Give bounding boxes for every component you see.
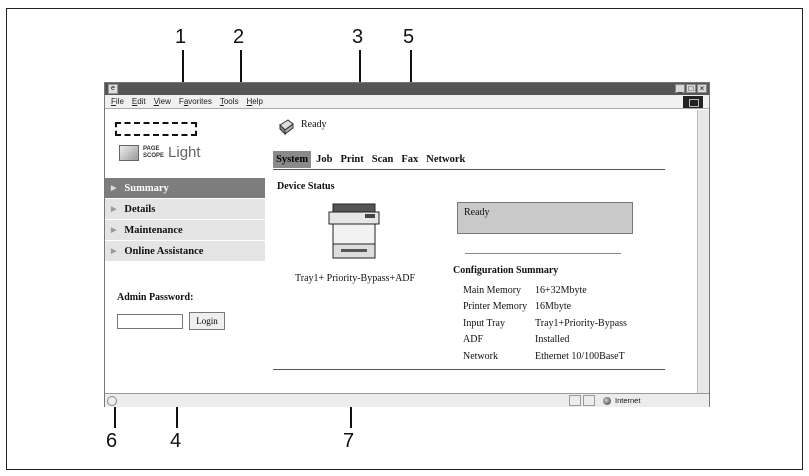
sidebar-item-summary[interactable]: ▶ Summary — [105, 178, 265, 198]
config-key: Main Memory — [463, 284, 522, 296]
tab-scan[interactable]: Scan — [371, 154, 394, 165]
config-row: Network Ethernet 10/100BaseT — [463, 348, 627, 365]
device-status-title: Device Status — [277, 181, 335, 192]
logo-text-light: Light — [168, 144, 201, 161]
config-row: Main Memory 16+32Mbyte — [463, 282, 627, 299]
nav-arrow-icon: ▶ — [111, 247, 117, 255]
callout-1: 1 — [175, 26, 187, 48]
security-zone-label: Internet — [615, 396, 641, 405]
config-key: Printer Memory — [463, 301, 528, 313]
sidebar-item-maintenance[interactable]: ▶ Maintenance — [105, 220, 265, 240]
config-key: ADF — [463, 334, 484, 346]
nav-arrow-icon: ▶ — [111, 205, 117, 213]
internet-globe-icon — [603, 396, 611, 405]
browser-window: e _ □ × File Edit View Favorites Tools H… — [104, 82, 710, 407]
callout-6: 6 — [106, 430, 118, 452]
browser-throbber-icon — [683, 96, 703, 108]
callout-4: 4 — [170, 430, 182, 452]
callout-5: 5 — [403, 26, 415, 48]
menu-help[interactable]: Help — [246, 97, 263, 106]
callout-2: 2 — [233, 26, 245, 48]
logo-text-scope: SCOPE — [143, 152, 165, 159]
tab-bar: System Job Print Scan Fax Network — [273, 150, 665, 170]
menu-edit[interactable]: Edit — [131, 97, 146, 106]
maximize-button[interactable]: □ — [686, 84, 696, 93]
menu-favorites[interactable]: Favorites — [178, 97, 212, 106]
device-options-caption: Tray1+ Priority-Bypass+ADF — [295, 273, 416, 284]
close-button[interactable]: × — [697, 84, 707, 93]
sidebar-item-details[interactable]: ▶ Details — [105, 199, 265, 219]
sidebar-item-label: Maintenance — [124, 224, 183, 236]
sidebar-item-label: Online Assistance — [124, 245, 204, 257]
callout-7: 7 — [343, 430, 355, 452]
browser-app-icon: e — [108, 84, 118, 94]
window-controls: _ □ × — [675, 84, 707, 93]
config-row: Printer Memory 16Mbyte — [463, 299, 627, 316]
tab-print[interactable]: Print — [340, 154, 364, 165]
minimize-button[interactable]: _ — [675, 84, 685, 93]
menu-tools[interactable]: Tools — [219, 97, 239, 106]
browser-status-bar: Internet — [105, 393, 709, 407]
config-row: Input Tray Tray1+Priority-Bypass — [463, 315, 627, 332]
config-value: 16Mbyte — [535, 301, 572, 313]
printer-status-icon — [279, 119, 294, 136]
admin-password-label: Admin Password: — [117, 292, 194, 303]
status-bar-cell — [583, 395, 595, 406]
callout-3: 3 — [352, 26, 364, 48]
pagescope-logo-icon — [119, 144, 139, 161]
configuration-summary-title: Configuration Summary — [453, 265, 559, 276]
config-value: Installed — [535, 334, 570, 346]
copier-device-icon — [328, 203, 380, 259]
menu-file[interactable]: File — [111, 97, 124, 106]
nav-arrow-icon: ▶ — [111, 184, 117, 192]
login-button[interactable]: Login — [189, 312, 225, 330]
admin-password-input[interactable] — [117, 314, 183, 329]
tab-job[interactable]: Job — [316, 154, 333, 165]
page-status-icon — [107, 396, 117, 406]
sidebar-item-label: Summary — [124, 182, 169, 194]
tab-system[interactable]: System — [273, 151, 312, 168]
config-value: 16+32Mbyte — [535, 284, 587, 296]
divider — [465, 253, 621, 254]
config-value: Ethernet 10/100BaseT — [535, 350, 625, 362]
title-bar: e _ □ × — [105, 83, 709, 95]
config-row: ADF Installed — [463, 332, 627, 349]
configuration-summary-table: Main Memory 16+32Mbyte Printer Memory 16… — [463, 282, 627, 365]
status-message-text: Ready — [464, 207, 490, 218]
logo-text-page: PAGE — [143, 145, 160, 152]
config-key: Network — [463, 350, 498, 362]
pagescope-logo: PAGE SCOPE Light — [119, 144, 201, 161]
config-key: Input Tray — [463, 317, 505, 329]
tab-network[interactable]: Network — [426, 154, 466, 165]
tab-fax[interactable]: Fax — [401, 154, 419, 165]
sidebar-item-label: Details — [124, 203, 156, 215]
logo-placeholder — [115, 122, 197, 136]
security-zone: Internet — [601, 395, 640, 406]
menu-bar: File Edit View Favorites Tools Help — [105, 95, 709, 109]
page-content: PAGE SCOPE Light ▶ Summary ▶ Details ▶ M… — [105, 110, 698, 393]
status-bar-cell — [569, 395, 581, 406]
menu-view[interactable]: View — [153, 97, 171, 106]
divider — [273, 369, 665, 370]
device-status-text: Ready — [301, 119, 327, 130]
vertical-scrollbar[interactable] — [697, 110, 709, 393]
status-message-box: Ready — [457, 202, 633, 234]
sidebar-item-online-assistance[interactable]: ▶ Online Assistance — [105, 241, 265, 261]
sidebar-nav: ▶ Summary ▶ Details ▶ Maintenance ▶ Onli… — [105, 178, 265, 262]
figure-frame — [6, 8, 803, 470]
config-value: Tray1+Priority-Bypass — [535, 317, 627, 329]
nav-arrow-icon: ▶ — [111, 226, 117, 234]
